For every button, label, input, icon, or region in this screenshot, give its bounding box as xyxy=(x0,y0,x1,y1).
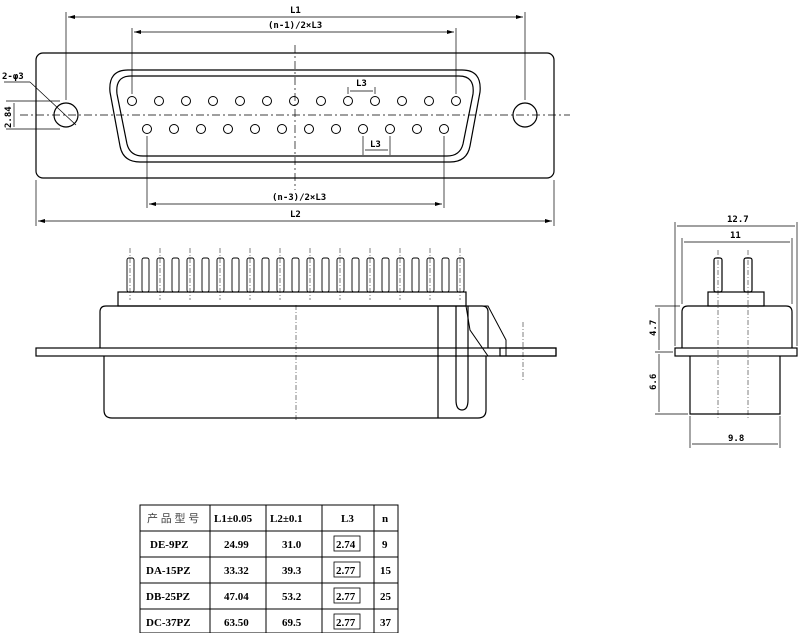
dim-11: 11 xyxy=(730,231,741,241)
side-tab xyxy=(499,347,557,357)
table-header-l3: L3 xyxy=(341,513,354,525)
side-view xyxy=(674,257,798,415)
spec-table xyxy=(139,504,399,633)
table-cell: DB-25PZ xyxy=(146,591,190,603)
dim-l3-bottom: L3 xyxy=(370,140,381,150)
table-cell: 25 xyxy=(380,591,392,603)
side-pin-base xyxy=(707,291,765,307)
dim-offset: 2.84 xyxy=(4,106,14,128)
table-cell: 2.77 xyxy=(336,591,356,603)
table-header-n: n xyxy=(382,513,388,525)
dim-n-minus-3: (n-3)/2×L3 xyxy=(272,193,326,203)
table-cell: 37 xyxy=(380,617,392,629)
side-view-centerlines xyxy=(717,250,749,420)
dim-l3-top: L3 xyxy=(356,79,367,89)
pin-base xyxy=(117,291,467,307)
table-cell: DA-15PZ xyxy=(146,565,191,577)
table-cell: 9 xyxy=(382,539,388,551)
pin-row-bottom xyxy=(142,124,449,134)
table-cell: 33.32 xyxy=(224,565,249,577)
table-cell: 2.74 xyxy=(336,539,356,551)
d-shell-outer xyxy=(109,69,481,163)
section-insert xyxy=(437,306,469,418)
table-cell: 31.0 xyxy=(282,539,302,551)
table-header-model: 产 品 型 号 xyxy=(147,511,199,525)
d-shell-inner xyxy=(116,75,474,157)
table-cell: 2.77 xyxy=(336,617,356,629)
upper-housing xyxy=(99,305,489,348)
pin-row-top xyxy=(127,96,461,106)
dimension-arrows xyxy=(38,15,552,223)
table-cell: 63.50 xyxy=(224,617,249,629)
dim-9-8: 9.8 xyxy=(728,434,744,444)
dim-6-6: 6.6 xyxy=(649,374,659,390)
dim-l2: L2 xyxy=(290,210,301,220)
dim-l1: L1 xyxy=(290,6,301,16)
table-cell: 53.2 xyxy=(282,591,302,603)
table-cell: 15 xyxy=(380,565,392,577)
side-view-dimensions xyxy=(655,222,798,448)
pin-centerlines xyxy=(129,248,524,420)
table-cell: 39.3 xyxy=(282,565,302,577)
table-header-l1: L1±0.05 xyxy=(214,513,253,525)
lower-shell xyxy=(103,356,487,419)
dim-holes: 2-φ3 xyxy=(2,72,24,82)
table-cell: 2.77 xyxy=(336,565,356,577)
dim-n-minus-1: (n-1)/2×L3 xyxy=(268,21,322,31)
table-cell: 69.5 xyxy=(282,617,302,629)
table-cell: 47.04 xyxy=(224,591,249,603)
top-view-dimensions xyxy=(4,12,570,226)
pin-array xyxy=(126,257,465,293)
table-cell: DE-9PZ xyxy=(150,539,189,551)
table-cell: 24.99 xyxy=(224,539,249,551)
dim-12-7: 12.7 xyxy=(727,215,749,225)
side-lower xyxy=(689,356,781,415)
dim-4-7: 4.7 xyxy=(649,320,659,336)
table-header-l2: L2±0.1 xyxy=(270,513,303,525)
side-flange xyxy=(674,347,798,357)
side-upper xyxy=(681,305,793,348)
table-cell: DC-37PZ xyxy=(146,617,191,629)
